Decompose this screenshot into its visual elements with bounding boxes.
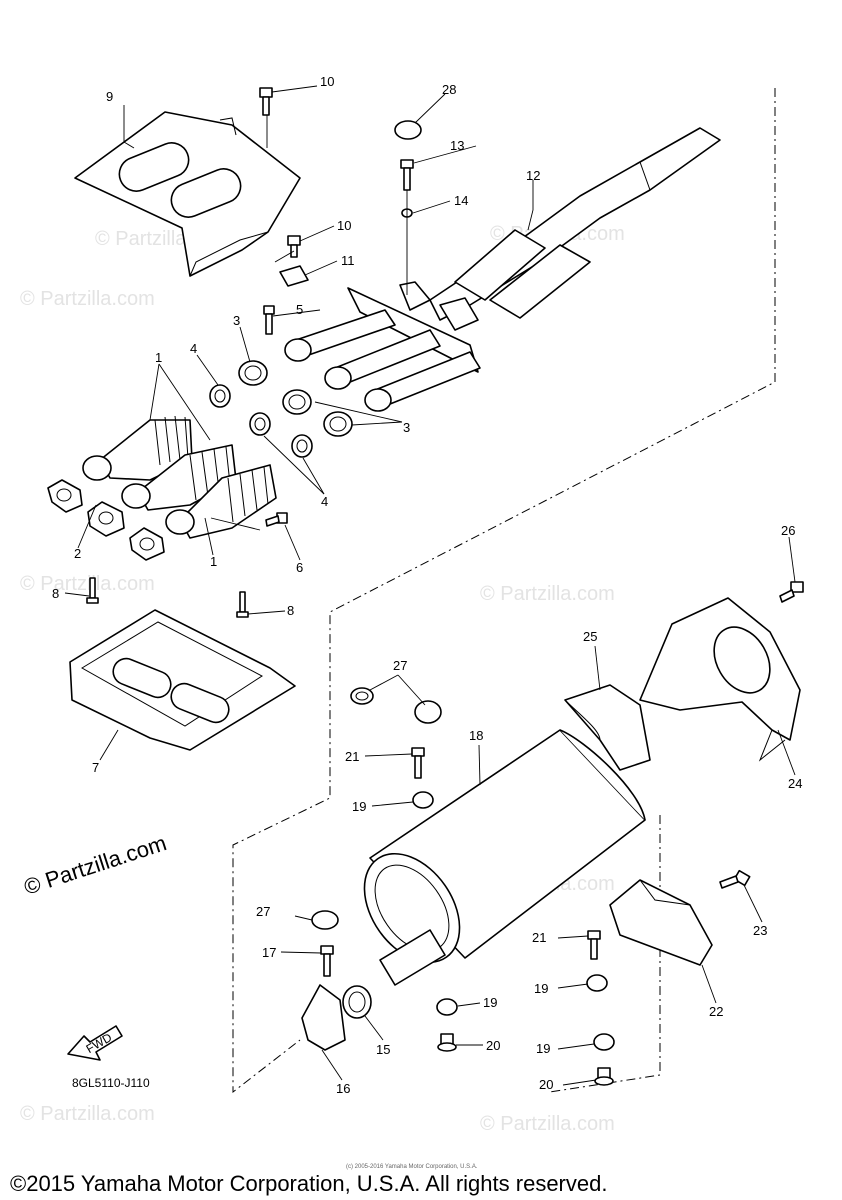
callout-5: 5 (296, 302, 303, 317)
collar-20-lower (437, 1033, 457, 1052)
bolt-10-upper (259, 87, 273, 116)
callout-19: 19 (534, 981, 548, 996)
callout-8: 8 (52, 586, 59, 601)
nut-11 (279, 265, 309, 287)
callout-21: 21 (345, 749, 359, 764)
callout-26: 26 (781, 523, 795, 538)
callout-20: 20 (539, 1077, 553, 1092)
callout-16: 16 (336, 1081, 350, 1096)
callout-labels: 9 10 28 13 12 14 10 11 5 3 4 1 3 4 2 1 6… (52, 74, 802, 1096)
callout-2: 2 (74, 546, 81, 561)
clamp-16 (301, 984, 346, 1051)
callout-25: 25 (583, 629, 597, 644)
callout-11: 11 (341, 253, 355, 268)
seal-4a (209, 384, 231, 408)
callout-3: 3 (403, 420, 410, 435)
clamp-3a (238, 360, 268, 386)
clamp-3b (282, 389, 312, 415)
callout-19: 19 (352, 799, 366, 814)
callout-4: 4 (321, 494, 328, 509)
watermark: © Partzilla.com (20, 573, 155, 595)
gasket-15 (342, 985, 372, 1019)
lower-heat-protector (69, 609, 296, 751)
diagram-code: 8GL5110-J110 (72, 1076, 150, 1090)
upper-heat-protector (74, 111, 301, 277)
gasket-2a (47, 479, 83, 513)
fwd-arrow-icon: FWD (67, 1025, 123, 1061)
cap-27-upper-b (414, 700, 442, 724)
callout-12: 12 (526, 168, 540, 183)
muffler-band-25 (564, 684, 651, 771)
partzilla-mark: © Partzilla.com (21, 830, 170, 900)
collar-20-right (594, 1067, 614, 1086)
bolt-13 (400, 159, 414, 191)
callout-17: 17 (262, 945, 276, 960)
callout-27: 27 (256, 904, 270, 919)
callout-14: 14 (454, 193, 468, 208)
gasket-2c (129, 527, 165, 561)
watermark: © Partzilla.com (480, 583, 615, 605)
callout-18: 18 (469, 728, 483, 743)
rivet-8b (236, 591, 249, 618)
exhaust-pipe (284, 127, 721, 412)
watermark: © Partzilla.com (20, 288, 155, 310)
muffler-18 (363, 729, 646, 986)
cap-28 (394, 120, 422, 140)
grommet-19-right-a (586, 974, 608, 992)
grommet-19-upper (412, 791, 434, 809)
callout-1: 1 (210, 554, 217, 569)
callout-10: 10 (320, 74, 334, 89)
seal-4b (249, 412, 271, 436)
cap-27-lower (311, 910, 339, 930)
callout-15: 15 (376, 1042, 390, 1057)
callout-19: 19 (536, 1041, 550, 1056)
bolt-5 (263, 305, 275, 335)
grommet-19-lower (436, 998, 458, 1016)
callout-7: 7 (92, 760, 99, 775)
callout-6: 6 (296, 560, 303, 575)
callout-3: 3 (233, 313, 240, 328)
watermark: © Partzilla.com (480, 1113, 615, 1135)
small-copyright: (c) 2005-2016 Yamaha Motor Corporation, … (346, 1164, 478, 1170)
gasket-2b (87, 501, 125, 537)
leader-lines (64, 85, 796, 1086)
assembly-dashed-outline (232, 88, 776, 1094)
screw-26 (779, 581, 804, 603)
bolt-6 (265, 512, 288, 527)
rivet-8a (86, 577, 99, 604)
bolt-21-right (587, 930, 601, 960)
callout-4: 4 (190, 341, 197, 356)
callout-22: 22 (709, 1004, 723, 1019)
callout-20: 20 (486, 1038, 500, 1053)
partzilla-watermark: © Partzilla.com (21, 830, 170, 900)
callout-23: 23 (753, 923, 767, 938)
callout-28: 28 (442, 82, 456, 97)
grommet-19-right-b (593, 1033, 615, 1051)
bolt-17 (320, 945, 334, 977)
cap-27-upper-a (350, 687, 374, 705)
callout-21: 21 (532, 930, 546, 945)
callout-13: 13 (450, 138, 464, 153)
callout-24: 24 (788, 776, 802, 791)
footer-copyright: ©2015 Yamaha Motor Corporation, U.S.A. A… (10, 1171, 607, 1196)
callout-9: 9 (106, 89, 113, 104)
bracket-22 (609, 879, 713, 966)
muffler-protector-24 (639, 597, 801, 762)
watermark: © Partzilla.com (20, 1103, 155, 1125)
bolt-23 (719, 869, 751, 889)
manifold-joint-1c (165, 464, 277, 539)
callout-27: 27 (393, 658, 407, 673)
clamp-3c (323, 411, 353, 437)
callout-10: 10 (337, 218, 351, 233)
callout-19: 19 (483, 995, 497, 1010)
bolt-21-upper (411, 747, 425, 779)
seal-4c (291, 434, 313, 458)
callout-8: 8 (287, 603, 294, 618)
callout-1: 1 (155, 350, 162, 365)
